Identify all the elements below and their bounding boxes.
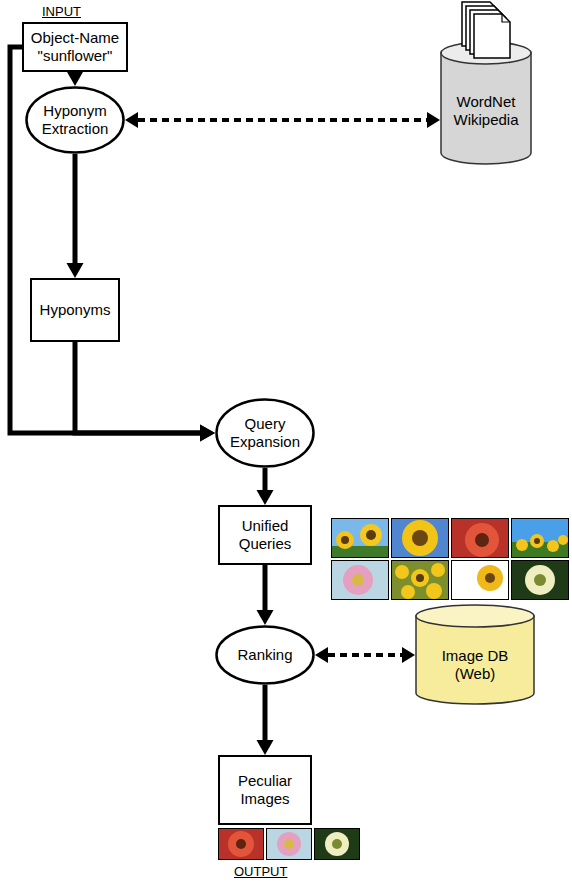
input-box: Object-Name "sunflower" [22,22,128,72]
sunflower-thumbnail [451,518,509,558]
dashed-connector [315,647,415,663]
arrowhead [125,112,138,128]
sunflower-thumbnail [391,518,449,558]
text-wrap: Hyponym Extraction [35,102,115,138]
node-text: Object-Name "sunflower" [28,29,122,65]
connector-line [263,685,268,740]
arrowhead [67,71,84,86]
connector-line [263,468,268,490]
node-text: Hyponyms [35,301,115,319]
arrowhead [257,490,274,505]
text-wrap: Object-Name "sunflower" [28,29,122,65]
arrowhead [315,647,328,663]
text-wrap: WordNet Wikipedia [446,93,526,129]
arrowhead [427,112,440,128]
sunflower-thumbnail [511,560,569,600]
flow-arrow [257,468,274,505]
io-label: INPUT [42,4,81,19]
text-wrap: Ranking [225,646,305,664]
flow-arrow [67,154,84,278]
connector-line [138,118,427,122]
arrowhead [402,647,415,663]
text-wrap: Query Expansion [225,415,305,451]
arrowhead [200,425,215,442]
text-wrap: Unified Queries [223,517,307,553]
node-text: Hyponym Extraction [35,102,115,138]
node-text: WordNet Wikipedia [446,93,526,129]
flow-arrow [257,565,274,625]
node-text: Unified Queries [223,517,307,553]
flow-arrow [10,47,215,442]
arrowhead [200,425,215,442]
process-ellipse: Hyponym Extraction [25,86,125,154]
cylinder-outline [440,2,532,165]
connector-line [73,154,78,263]
sunflower-thumbnail [331,560,389,600]
sunflower-thumbnail [331,518,389,558]
flow-arrow [257,685,274,755]
flow-arrow [67,71,84,86]
connector-line [75,342,200,433]
io-label: OUTPUT [234,864,287,879]
output-thumbnail [266,828,312,860]
node-text: Image DB (Web) [423,647,527,683]
sunflower-thumbnail [511,518,569,558]
node-text: Ranking [225,646,305,664]
data-box: Unified Queries [218,505,312,565]
sunflower-thumbnail [451,560,509,600]
text-wrap: Hyponyms [35,301,115,319]
output-thumbnail [218,828,264,860]
flow-arrow [75,342,215,442]
node-text: Query Expansion [225,415,305,451]
database-cylinder: Image DB (Web) [415,605,535,705]
text-wrap: Peculiar Images [223,772,307,808]
text-wrap: Image DB (Web) [423,647,527,683]
data-box: Hyponyms [30,278,120,342]
process-ellipse: Ranking [215,625,315,685]
node-text: Peculiar Images [223,772,307,808]
sunflower-thumbnail [391,560,449,600]
dashed-connector [125,112,440,128]
connector-line [10,47,200,433]
process-ellipse: Query Expansion [215,398,315,468]
output-thumbnail [314,828,360,860]
arrowhead [67,263,84,278]
output-box: Peculiar Images [218,755,312,825]
arrowhead [257,740,274,755]
connector-line [328,653,402,657]
database-cylinder: WordNet Wikipedia [440,2,532,165]
arrowhead [257,610,274,625]
connector-line [263,565,268,610]
